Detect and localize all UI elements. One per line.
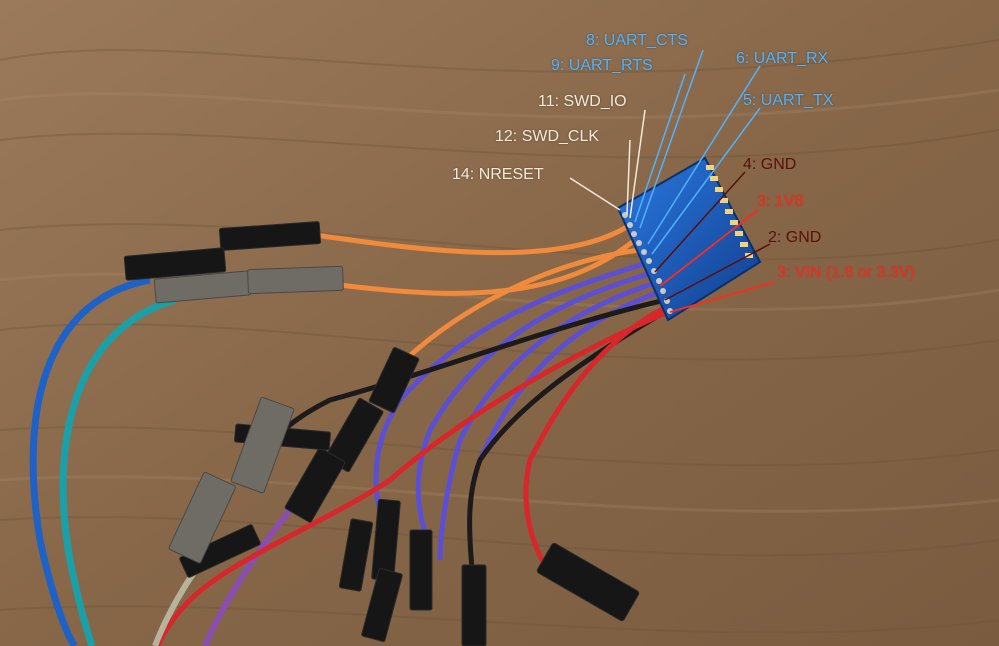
wood-grain [0, 39, 999, 634]
wire-teal-left [59, 296, 176, 646]
wire-orange-1 [314, 222, 632, 256]
leader-lines-gnd [654, 171, 771, 301]
label-uart-rx: 6: UART_RX [736, 50, 829, 67]
label-nreset: 14: NRESET [452, 166, 544, 183]
label-swd-io: 11: SWD_IO [538, 93, 627, 110]
wires-red [155, 302, 673, 646]
label-swd-clk: 12: SWD_CLK [495, 128, 600, 145]
label-1v8: 3: 1V8 [757, 193, 804, 210]
wire-blue-left [29, 276, 151, 646]
dupont-connectors [123, 221, 640, 646]
leader-lines-swd [569, 109, 646, 219]
dupont-connectors-grey [153, 265, 344, 564]
label-uart-cts: 8: UART_CTS [586, 32, 688, 49]
label-gnd-2: 2: GND [768, 229, 822, 246]
wire-violet [202, 508, 293, 646]
wood-grain-light [0, 88, 999, 513]
leader-lines-uart [634, 49, 761, 255]
breakout-board [616, 156, 762, 322]
label-uart-tx: 5: UART_TX [743, 92, 834, 109]
wire-orange-3 [403, 247, 641, 362]
label-uart-rts: 9: UART_RTS [551, 57, 653, 74]
board-solder-joints [622, 212, 673, 314]
label-vin: 3: VIN (1.8 or 3.3V) [777, 264, 915, 281]
leader-lines-power [659, 209, 776, 313]
label-gnd-4: 4: GND [743, 156, 797, 173]
